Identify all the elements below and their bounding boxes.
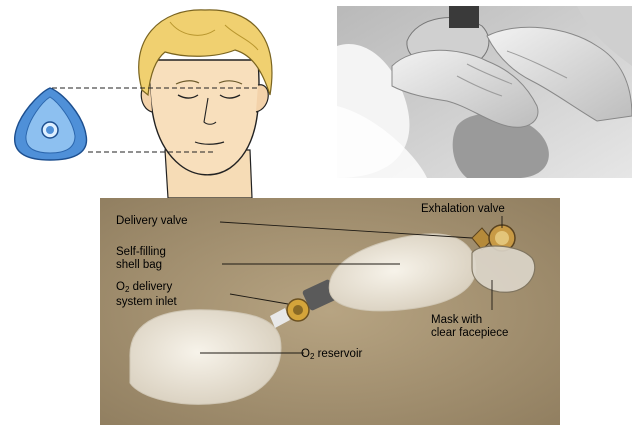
label-mask-line2: clear facepiece [431, 327, 508, 340]
mask-port [46, 126, 54, 134]
o2-prefix: O [116, 281, 125, 293]
exhalation-valve-center [495, 231, 509, 245]
label-mask: Mask with clear facepiece [431, 314, 508, 340]
label-o2-inlet: O2 delivery system inlet [116, 281, 177, 309]
label-exhalation-valve: Exhalation valve [421, 203, 505, 216]
mask-application-svg [337, 6, 632, 178]
mask-application-photo [337, 6, 632, 178]
bag-valve-mask-svg [100, 198, 560, 425]
face-mask-illustration [0, 0, 330, 198]
reservoir-prefix: O [301, 348, 310, 360]
clear-mask [472, 246, 535, 292]
bag-valve-mask-diagram: Delivery valve Self-filling shell bag O2… [100, 198, 560, 425]
mask-connector [449, 6, 479, 28]
label-o2-inlet-line1: O2 delivery [116, 281, 177, 296]
right-ear [256, 85, 268, 112]
label-shell-bag: Self-filling shell bag [116, 246, 166, 272]
oxygen-reservoir [130, 310, 281, 405]
label-shell-bag-line1: Self-filling [116, 246, 166, 259]
o2-inlet-rest: delivery [129, 281, 172, 293]
face-mask-svg [0, 0, 330, 198]
label-shell-bag-line2: shell bag [116, 259, 166, 272]
label-o2-inlet-line2: system inlet [116, 296, 177, 309]
label-o2-reservoir: O2 reservoir [301, 348, 362, 363]
oxygen-inlet-core [293, 305, 303, 315]
label-delivery-valve: Delivery valve [116, 215, 188, 228]
reservoir-rest: reservoir [314, 348, 362, 360]
label-mask-line1: Mask with [431, 314, 508, 327]
